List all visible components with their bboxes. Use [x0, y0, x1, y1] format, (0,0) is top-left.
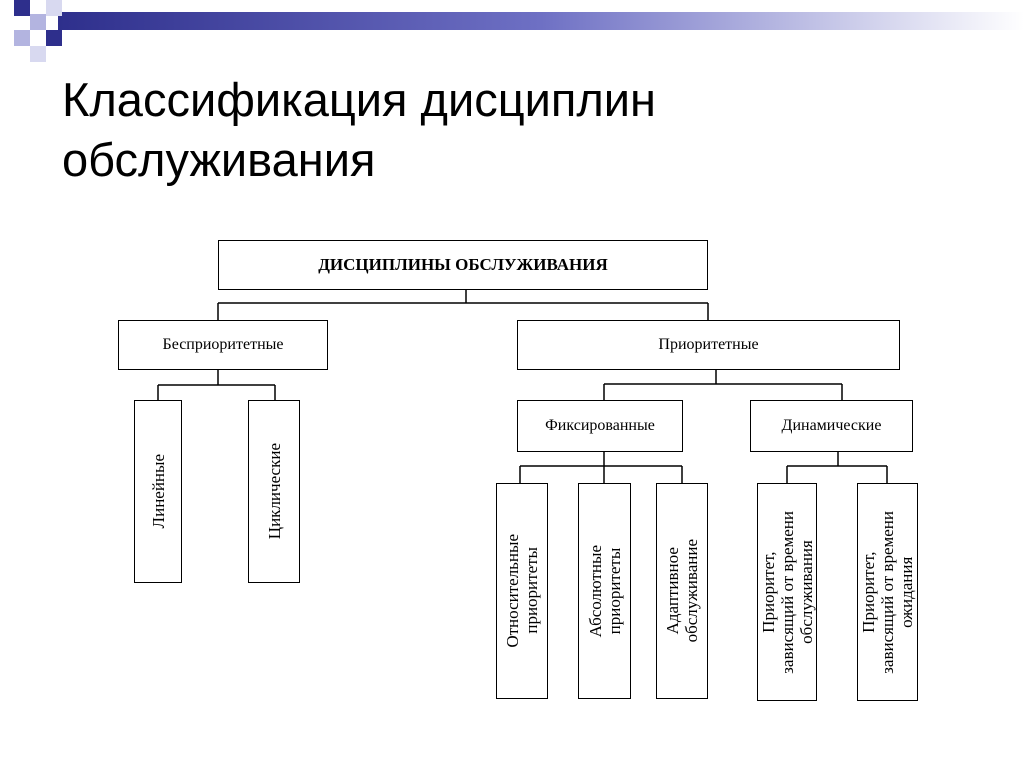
service-time-priority-box: Приоритет, зависящий от времени обслужив… [757, 483, 817, 701]
dynamic-label: Динамические [781, 417, 882, 434]
wait-time-priority-box: Приоритет, зависящий от времени ожидания [857, 483, 918, 701]
absolute-priorities-box: Абсолютные приоритеты [578, 483, 631, 699]
fixed-label: Фиксированные [545, 417, 655, 434]
root-box: ДИСЦИПЛИНЫ ОБСЛУЖИВАНИЯ [218, 240, 708, 290]
wait-time-priority-label: Приоритет, зависящий от времени ожидания [859, 510, 916, 674]
dynamic-box: Динамические [750, 400, 913, 452]
cyclic-label: Циклические [264, 443, 284, 540]
root-label: ДИСЦИПЛИНЫ ОБСЛУЖИВАНИЯ [318, 255, 608, 274]
slide-title: Классификация дисциплин обслуживания [62, 73, 656, 186]
fixed-box: Фиксированные [517, 400, 683, 452]
linear-label: Линейные [148, 454, 168, 529]
linear-box: Линейные [134, 400, 182, 583]
non-priority-box: Бесприоритетные [118, 320, 328, 370]
relative-priorities-label: Относительные приоритеты [503, 534, 541, 648]
non-priority-label: Бесприоритетные [162, 336, 284, 353]
cyclic-box: Циклические [248, 400, 300, 583]
absolute-priorities-label: Абсолютные приоритеты [585, 544, 624, 638]
relative-priorities-box: Относительные приоритеты [496, 483, 548, 699]
priority-label: Приоритетные [658, 336, 759, 353]
adaptive-service-box: Адаптивное обслуживание [656, 483, 708, 699]
service-time-priority-label: Приоритет, зависящий от времени обслужив… [758, 510, 816, 674]
header-decoration [14, 0, 1024, 62]
priority-box: Приоритетные [517, 320, 900, 370]
adaptive-service-label: Адаптивное обслуживание [663, 539, 701, 643]
